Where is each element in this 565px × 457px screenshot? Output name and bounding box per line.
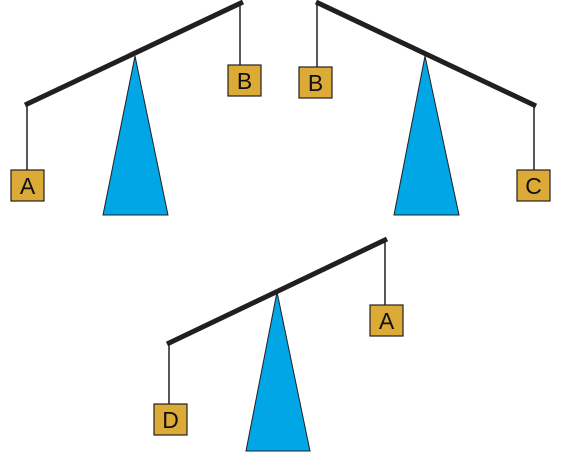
balance-3-beam [165, 236, 389, 347]
balance-2-right-box: C [516, 169, 551, 202]
balance-1-fulcrum [102, 55, 169, 216]
balance-2-beam [314, 0, 538, 109]
balance-2: B C [298, 0, 551, 216]
balance-3: D A [153, 236, 404, 452]
balance-1-beam [23, 0, 245, 108]
balance-3-right-label: A [379, 308, 395, 334]
balance-2-left-box: B [298, 66, 333, 99]
balance-1-left-box: A [10, 169, 45, 202]
balance-2-fulcrum [393, 55, 460, 216]
balance-3-left-label: D [162, 407, 179, 433]
balance-3-fulcrum [245, 291, 311, 452]
balance-1-right-label: B [237, 68, 252, 94]
balance-1: A B [10, 0, 262, 216]
balance-1-left-label: A [20, 173, 36, 199]
balance-1-right-box: B [227, 64, 262, 97]
balance-2-right-label: C [525, 173, 542, 199]
balance-3-right-box: A [369, 304, 404, 337]
balance-2-left-label: B [308, 70, 323, 96]
balance-3-left-box: D [153, 403, 188, 436]
